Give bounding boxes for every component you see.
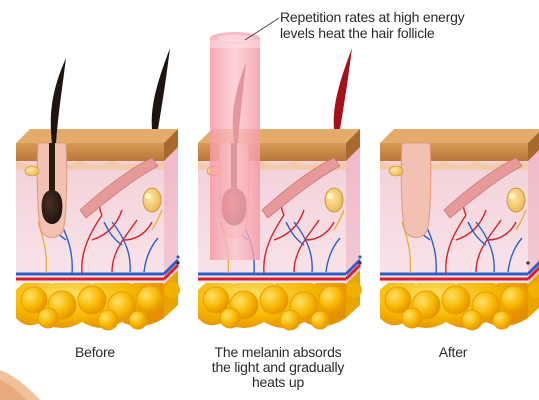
caption-middle: The melanin absords the light and gradua… [188, 345, 368, 390]
annotation-line-2: levels heat the hair follicle [280, 25, 530, 41]
annotation-text: Repetition rates at high energy levels h… [280, 9, 530, 41]
skin-block-before [16, 48, 180, 330]
skin-corner-decoration [0, 360, 40, 400]
caption-after: After [378, 345, 528, 360]
annotation-line-1: Repetition rates at high energy [280, 9, 530, 25]
caption-middle-line-3: heats up [188, 375, 368, 390]
laser-beam-icon [210, 32, 260, 260]
hair-follicle-icon [42, 190, 63, 224]
caption-middle-line-2: the light and gradually [188, 360, 368, 375]
skin-block-after [380, 129, 539, 330]
caption-middle-line-1: The melanin absords [188, 345, 368, 360]
caption-before: Before [20, 345, 170, 360]
